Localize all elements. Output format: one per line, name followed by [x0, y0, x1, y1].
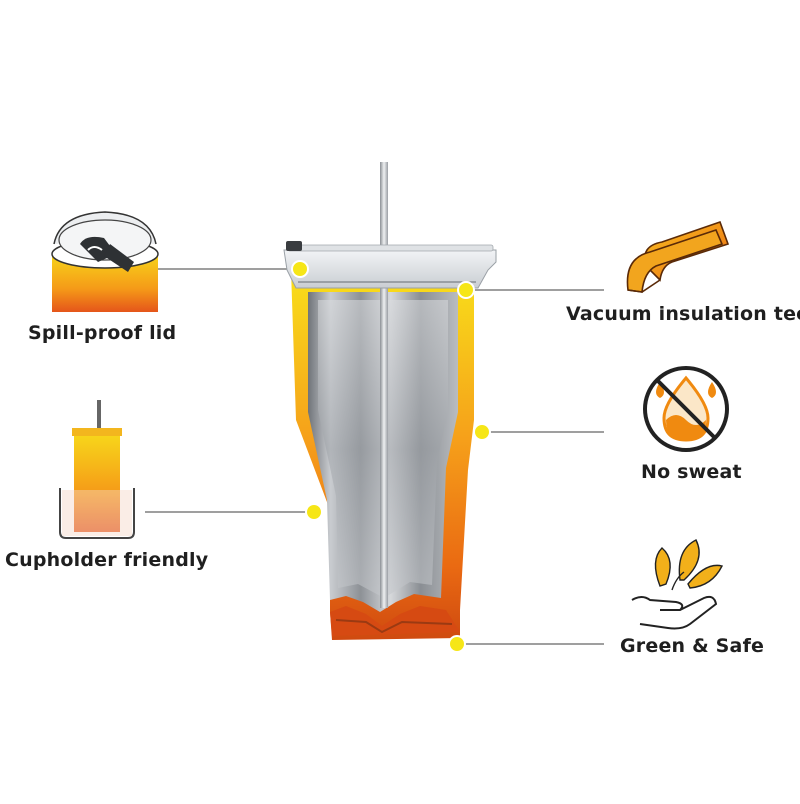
- dot-green-safe: [448, 635, 466, 653]
- straw: [380, 162, 388, 608]
- dot-vacuum: [457, 281, 475, 299]
- insulation-wall-icon: [626, 220, 730, 293]
- tumbler-base: [330, 606, 460, 636]
- feature-label-vacuum: Vacuum insulation tech: [566, 303, 800, 325]
- dot-no-sweat: [473, 423, 491, 441]
- cupholder-tumbler-icon: [59, 400, 135, 539]
- hand-leaves-icon: [631, 539, 724, 630]
- feature-label-cupholder: Cupholder friendly: [5, 549, 209, 571]
- feature-label-green-safe: Green & Safe: [620, 635, 765, 657]
- callout-dots: [291, 260, 491, 653]
- dot-spill: [291, 260, 309, 278]
- feature-label-no-sweat: No sweat: [641, 461, 742, 483]
- no-sweat-drops-icon: [643, 366, 729, 452]
- tumbler-cutaway: [283, 162, 497, 640]
- tumbler-lid: [283, 249, 497, 289]
- leader-lines: [145, 268, 604, 645]
- feature-label-spill-proof: Spill-proof lid: [28, 322, 177, 344]
- dot-cupholder: [305, 503, 323, 521]
- lid-icon: [51, 211, 159, 312]
